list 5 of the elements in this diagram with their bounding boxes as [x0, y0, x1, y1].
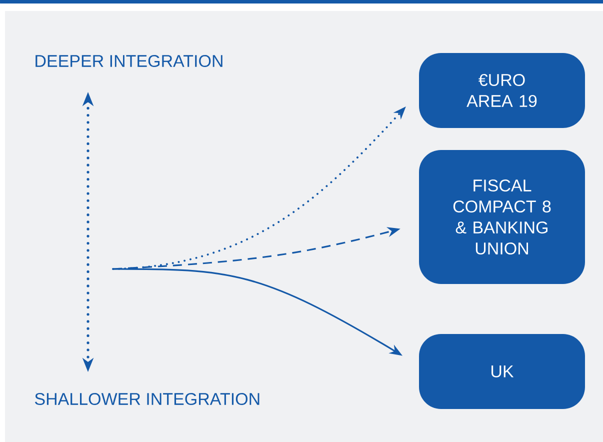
- axis-label: SHALLOWER INTEGRATION: [34, 392, 260, 406]
- axis-label: DEEPER INTEGRATION: [36, 54, 222, 68]
- rounded-box: UK: [419, 334, 585, 409]
- rounded-box: FISCAL COMPACT 8 & BANKING UNION: [419, 150, 585, 284]
- rounded-box: €URO AREA 19: [419, 53, 585, 128]
